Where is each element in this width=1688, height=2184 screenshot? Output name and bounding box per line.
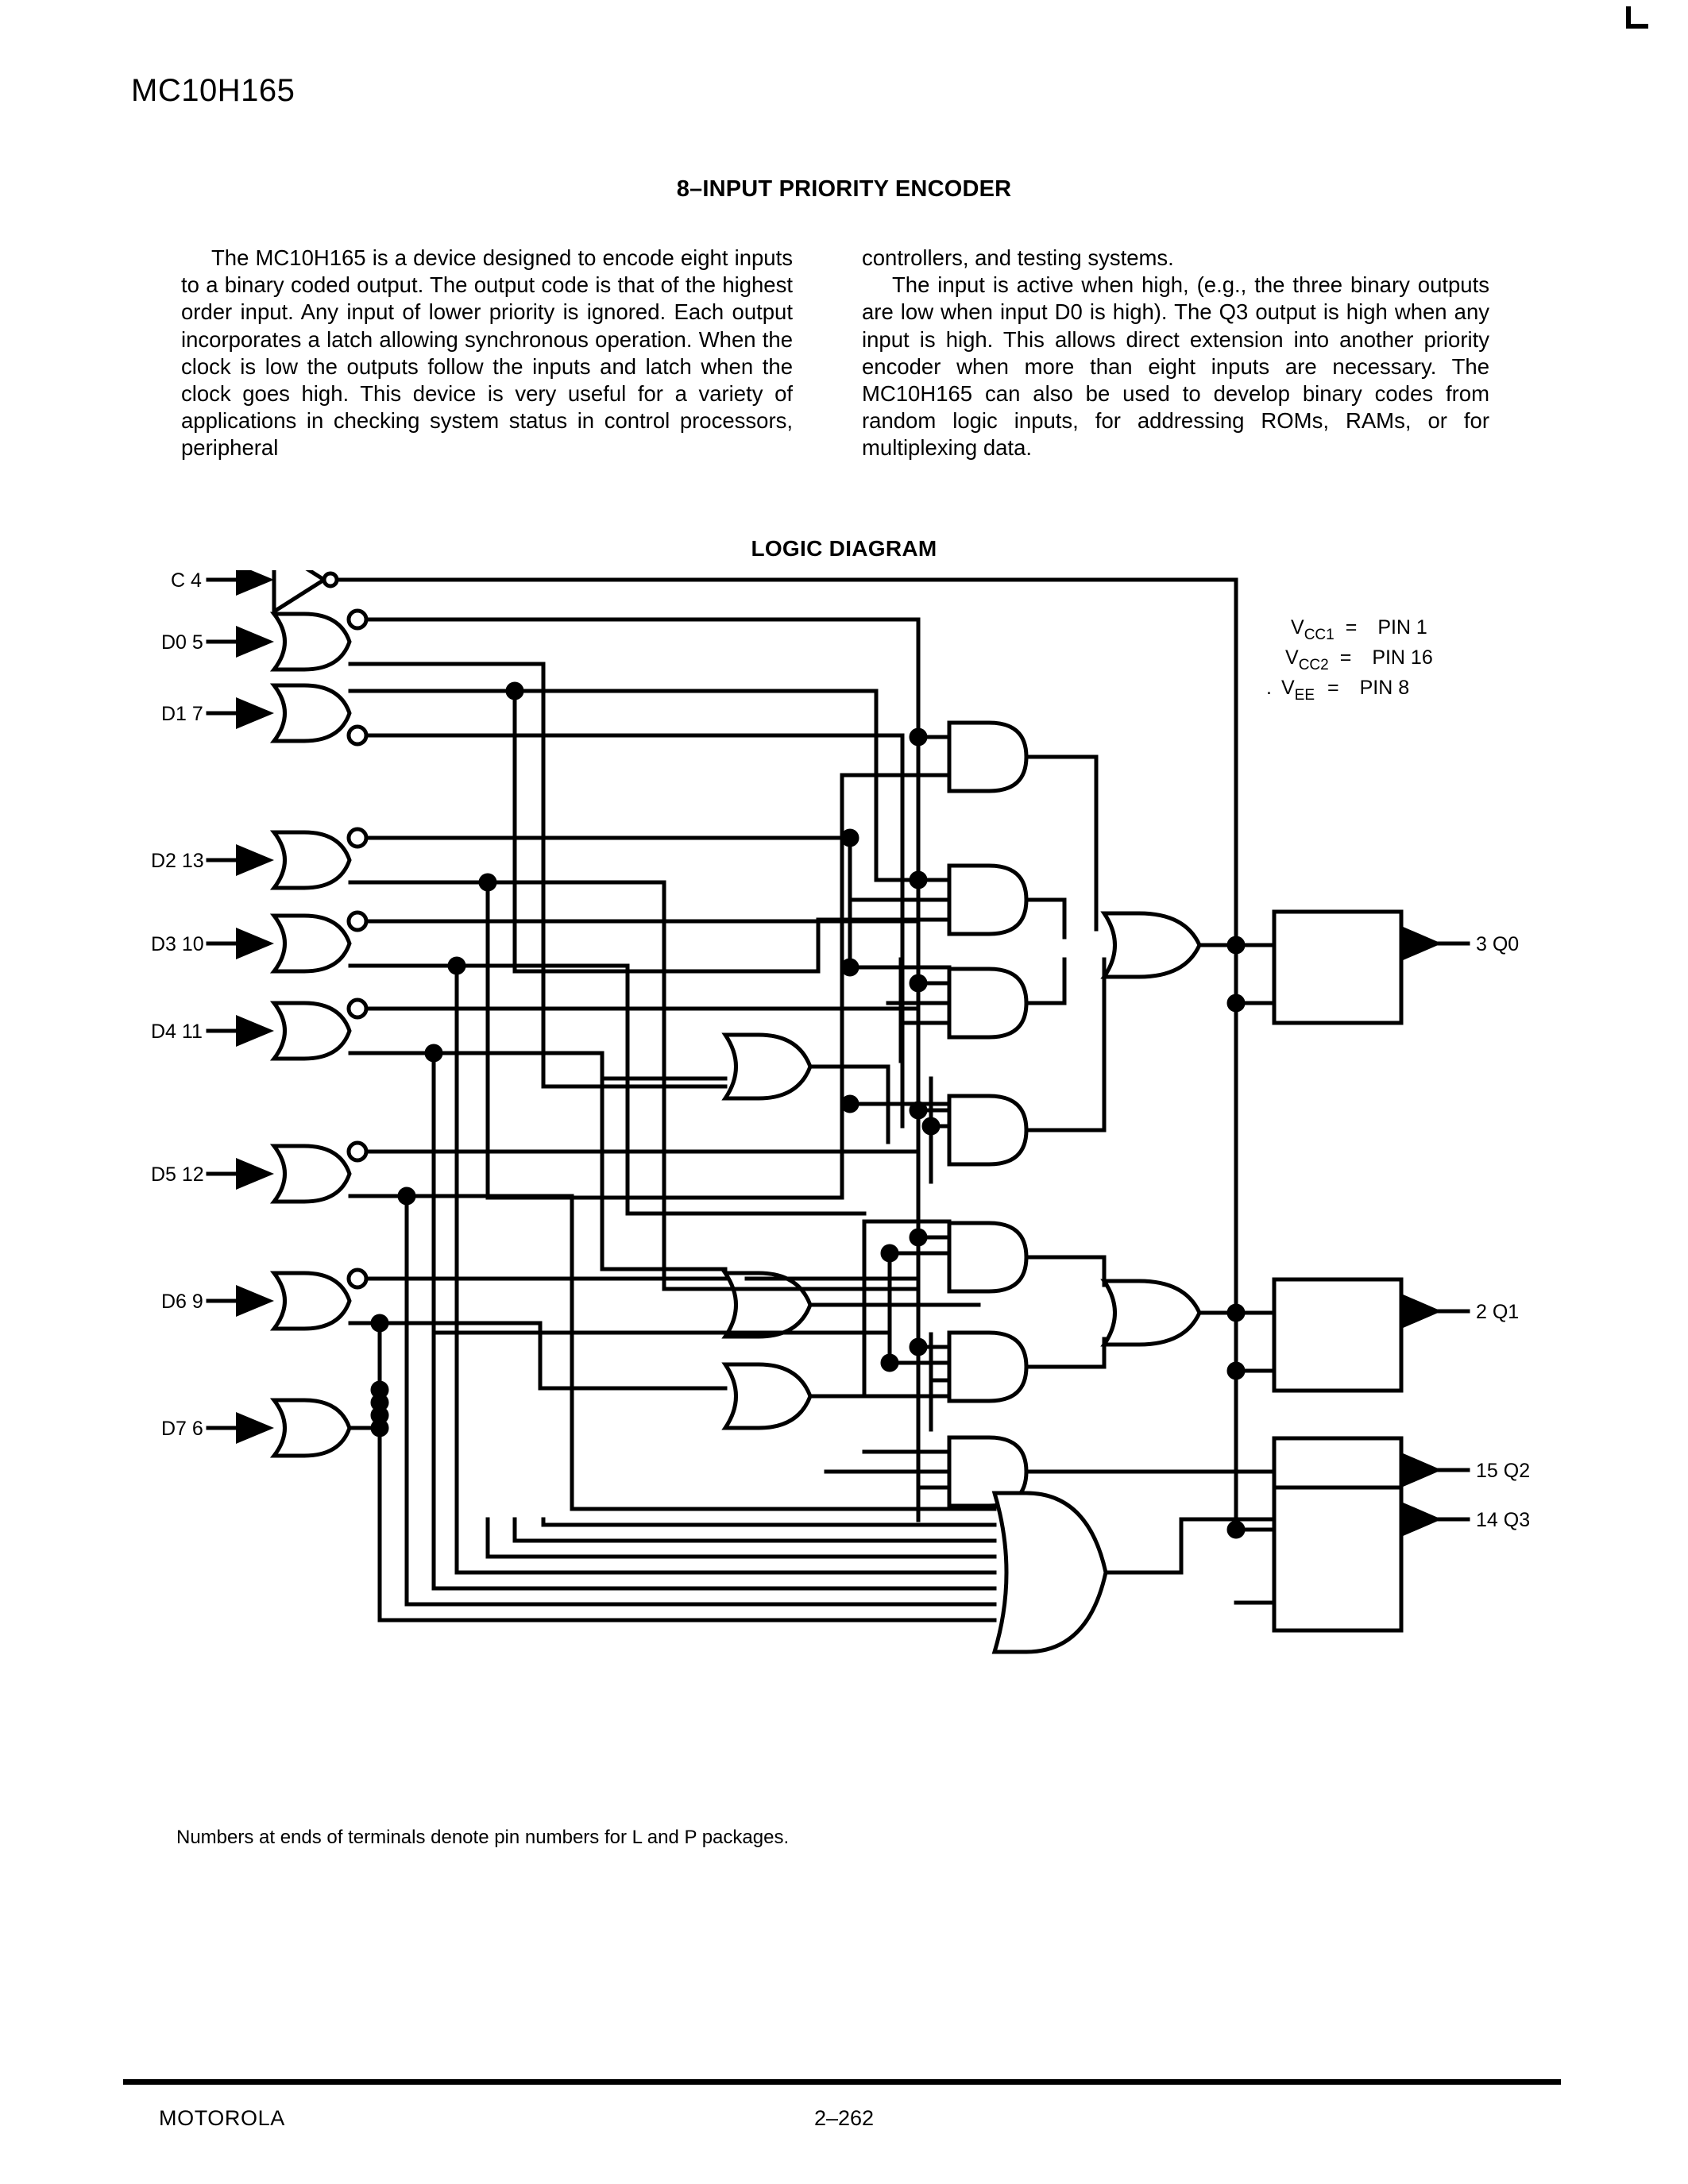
input-label-d4: D4 11	[151, 1021, 203, 1043]
output-label-q1: 2 Q1	[1476, 1301, 1519, 1323]
or-gate-mid-1	[721, 1032, 813, 1101]
input-label-d6: D6 9	[161, 1291, 203, 1313]
power-vee: .VEE=PIN 8	[1266, 677, 1409, 704]
input-gate-d4	[269, 997, 369, 1061]
latch-q0	[1272, 909, 1404, 1025]
routing-wires	[431, 617, 921, 1490]
power-vcc2: VCC2=PIN 16	[1285, 646, 1433, 673]
body-paragraph: controllers, and testing systems.	[862, 245, 1174, 270]
input-label-d2: D2 13	[151, 850, 204, 872]
output-label-q0: 3 Q0	[1476, 933, 1519, 955]
power-vcc1: VCC1=PIN 1	[1291, 616, 1427, 643]
junction-dot	[1229, 938, 1243, 952]
input-gate-d3	[269, 910, 369, 974]
diagram-note: Numbers at ends of terminals denote pin …	[176, 1827, 790, 1848]
junction-dot	[1229, 1522, 1243, 1537]
logic-diagram-title: LOGIC DIAGRAM	[751, 536, 937, 561]
input-label-d5: D5 12	[151, 1163, 204, 1186]
clock-buffer-gate	[272, 570, 339, 615]
or-gate-mid-3	[721, 1362, 813, 1430]
logic-diagram: C 4 D0 5 D1 7 D2 13 D3 10 D4 11 D5 12 D6…	[0, 570, 1688, 1841]
body-paragraph: The MC10H165 is a device designed to enc…	[181, 245, 793, 461]
footer-company: MOTOROLA	[159, 2106, 285, 2130]
or-gate-q3	[991, 1491, 1108, 1654]
input-gate-d1	[269, 683, 369, 747]
input-gate-d7	[269, 1398, 352, 1458]
input-label-d3: D3 10	[151, 933, 204, 955]
input-gate-d6	[269, 1268, 369, 1331]
latch-q1	[1272, 1277, 1404, 1393]
and-gate-q1-a	[947, 1221, 1029, 1294]
power-pin-legend: VCC1=PIN 1 VCC2=PIN 16 .VEE=PIN 8	[1266, 616, 1433, 704]
or-gate-q0	[1100, 911, 1202, 979]
junction-dot	[1229, 1306, 1243, 1320]
body-column-right: controllers, and testing systems. The in…	[862, 245, 1489, 462]
junction-dot	[1229, 996, 1243, 1010]
input-gate-d0	[269, 608, 369, 672]
footer-rule	[123, 2079, 1561, 2085]
input-terminal-stubs	[206, 577, 241, 1430]
and-gate-q0-d	[947, 1094, 1029, 1167]
input-label-c: C 4	[171, 570, 202, 592]
input-terminal-arrows	[236, 570, 274, 1444]
or-gate-mid-2	[721, 1271, 813, 1339]
latch-q3	[1272, 1485, 1404, 1633]
and-gate-q0-b	[947, 863, 1029, 936]
input-gate-d2	[269, 827, 369, 890]
registration-mark-horizontal	[1626, 24, 1648, 29]
output-label-q3: 14 Q3	[1476, 1509, 1530, 1531]
footer-page-number: 2–262	[813, 2106, 875, 2130]
input-label-d1: D1 7	[161, 703, 203, 725]
q3-input-bus	[377, 1330, 997, 1623]
body-paragraph: The input is active when high, (e.g., th…	[862, 272, 1489, 461]
junction-dot	[373, 1408, 387, 1422]
input-label-d0: D0 5	[161, 631, 203, 654]
body-column-left: The MC10H165 is a device designed to enc…	[181, 245, 793, 462]
output-label-q2: 15 Q2	[1476, 1460, 1530, 1482]
registration-mark-vertical	[1626, 6, 1631, 29]
part-number: MC10H165	[131, 73, 295, 108]
input-gate-d5	[269, 1140, 369, 1204]
and-gate-q1-b	[947, 1330, 1029, 1403]
junction-dot	[1229, 1364, 1243, 1378]
and-gate-q0-c	[947, 967, 1029, 1040]
input-label-d7: D7 6	[161, 1418, 203, 1440]
or-gate-q1	[1100, 1279, 1202, 1347]
document-title: 8–INPUT PRIORITY ENCODER	[676, 176, 1012, 202]
registration-mark	[1626, 6, 1648, 29]
and-gate-q0-a	[947, 720, 1029, 793]
